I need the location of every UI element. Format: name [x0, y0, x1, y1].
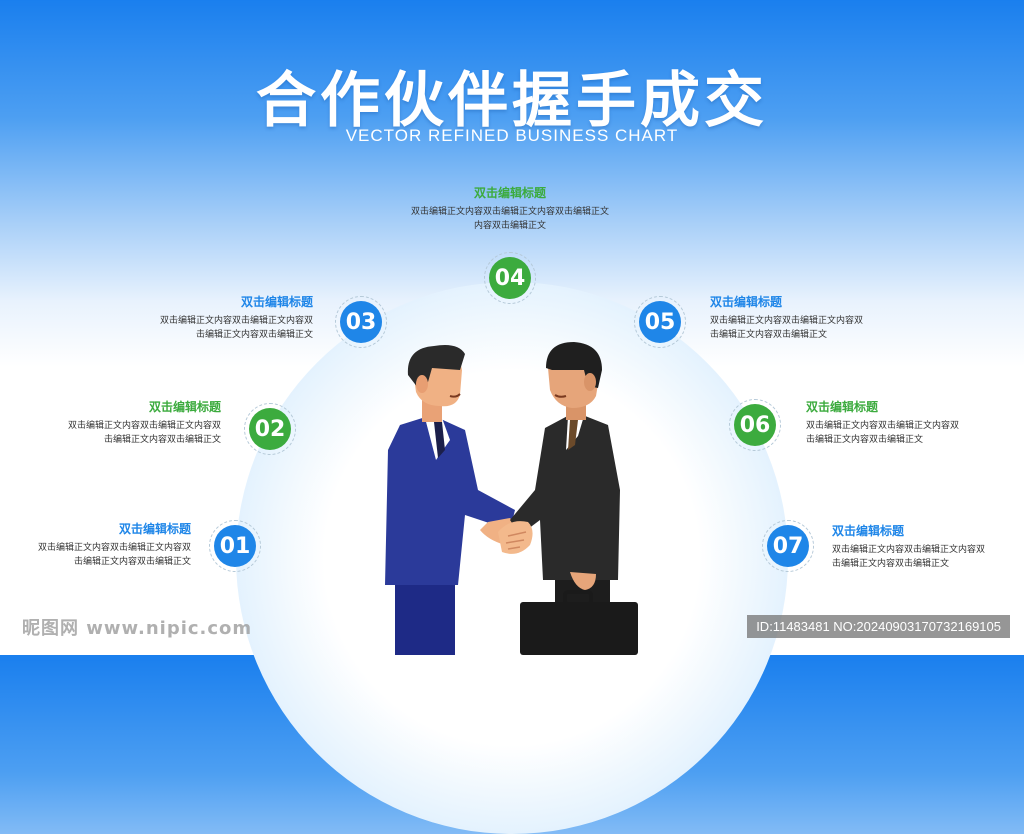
- step-heading: 双击编辑标题: [118, 522, 191, 536]
- main-title: 合作伙伴握手成交: [256, 66, 768, 136]
- businessman-black: [510, 342, 638, 655]
- step-body-line2: 内容双击编辑正文: [473, 221, 546, 231]
- step-badge-02: 02: [244, 403, 296, 455]
- watermark-site: 昵图网 www.nipic.com: [22, 618, 253, 639]
- step-heading: 双击编辑标题: [473, 186, 546, 200]
- step-heading: 双击编辑标题: [832, 524, 905, 538]
- step-badge-07: 07: [762, 520, 814, 572]
- step-body-line2: 击编辑正文内容双击编辑正文: [73, 557, 191, 567]
- step-body-line1: 双击编辑正文内容双击编辑正文内容双: [806, 421, 960, 431]
- step-body-line2: 击编辑正文内容双击编辑正文: [103, 435, 221, 445]
- step-body-line2: 击编辑正文内容双击编辑正文: [806, 435, 924, 445]
- step-badge-01: 01: [209, 520, 261, 572]
- briefcase: [520, 602, 638, 655]
- step-body-line2: 击编辑正文内容双击编辑正文: [195, 330, 313, 340]
- step-badge-03: 03: [335, 296, 387, 348]
- step-body-line1: 双击编辑正文内容双击编辑正文内容双: [37, 543, 191, 553]
- step-body-line1: 双击编辑正文内容双击编辑正文内容双: [159, 316, 313, 326]
- step-heading: 双击编辑标题: [148, 400, 221, 414]
- step-heading: 双击编辑标题: [806, 400, 879, 414]
- step-badge-06: 06: [729, 399, 781, 451]
- step-body-line1: 双击编辑正文内容双击编辑正文内容双: [710, 316, 864, 326]
- step-body-line2: 击编辑正文内容双击编辑正文: [832, 559, 950, 569]
- step-body-line2: 击编辑正文内容双击编辑正文: [710, 330, 828, 340]
- step-text-04: 双击编辑标题 双击编辑正文内容双击编辑正文内容双击编辑正文 内容双击编辑正文: [380, 186, 640, 233]
- step-badge-05: 05: [634, 296, 686, 348]
- step-heading: 双击编辑标题: [240, 295, 313, 309]
- step-body-line1: 双击编辑正文内容双击编辑正文内容双: [67, 421, 221, 431]
- step-text-05: 双击编辑标题 双击编辑正文内容双击编辑正文内容双 击编辑正文内容双击编辑正文: [710, 295, 890, 342]
- step-text-06: 双击编辑标题 双击编辑正文内容双击编辑正文内容双 击编辑正文内容双击编辑正文: [806, 400, 986, 447]
- step-text-03: 双击编辑标题 双击编辑正文内容双击编辑正文内容双 击编辑正文内容双击编辑正文: [133, 295, 313, 342]
- subtitle: VECTOR REFINED BUSINESS CHART: [345, 126, 679, 145]
- watermark-id: ID:11483481 NO:20240903170732169105: [747, 615, 1010, 638]
- handshake: [498, 521, 533, 554]
- handshake-illustration: [385, 342, 638, 655]
- businessman-blue: [385, 345, 520, 655]
- step-heading: 双击编辑标题: [710, 295, 783, 309]
- step-text-07: 双击编辑标题 双击编辑正文内容双击编辑正文内容双 击编辑正文内容双击编辑正文: [832, 524, 1012, 571]
- step-body-line1: 双击编辑正文内容双击编辑正文内容双: [832, 545, 986, 555]
- step-text-02: 双击编辑标题 双击编辑正文内容双击编辑正文内容双 击编辑正文内容双击编辑正文: [41, 400, 221, 447]
- step-body-line1: 双击编辑正文内容双击编辑正文内容双击编辑正文: [410, 207, 609, 217]
- step-text-01: 双击编辑标题 双击编辑正文内容双击编辑正文内容双 击编辑正文内容双击编辑正文: [11, 522, 191, 569]
- step-badge-04: 04: [484, 252, 536, 304]
